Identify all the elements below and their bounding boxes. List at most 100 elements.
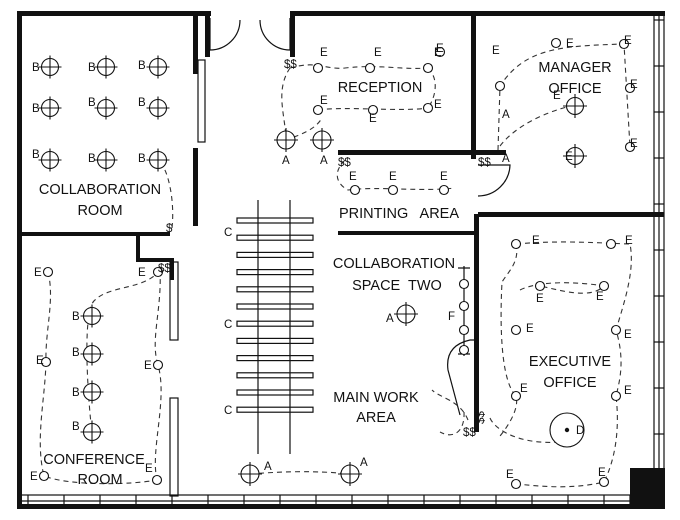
fixture-e: [151, 474, 163, 486]
fixture-e: [598, 280, 610, 292]
fixture-label-a: A: [282, 155, 290, 167]
fixture-e: [364, 62, 376, 74]
fixture-label-b: B: [88, 97, 96, 109]
strip-fixture-c: [236, 269, 314, 276]
fixture-e: [438, 184, 450, 196]
fixture-b: [80, 380, 104, 404]
switch-main-work: $$: [463, 427, 476, 439]
fixture-label-e: E: [553, 90, 561, 102]
strip-fixture-c: [236, 303, 314, 310]
fixture-label-c: C: [224, 227, 232, 239]
switch-conference: $$: [158, 263, 171, 275]
fixture-label-b: B: [138, 153, 146, 165]
fixture-b: [94, 148, 118, 172]
fixture-e: [349, 184, 361, 196]
fixture-label-a: A: [264, 461, 272, 473]
fixture-label-b: B: [88, 62, 96, 74]
fixture-e: [605, 238, 617, 250]
fixture-e: [534, 280, 546, 292]
fixture-label-b: B: [138, 60, 146, 72]
room-label-reception: RECEPTION: [338, 80, 423, 96]
fixture-label-e: E: [34, 267, 42, 279]
fixture-label-e: E: [374, 47, 382, 59]
fixture-label-b: B: [72, 311, 80, 323]
room-label-conference-room-2: ROOM: [77, 472, 122, 488]
fixture-b: [38, 55, 62, 79]
fixture-label-e: E: [492, 45, 500, 57]
fixture-label-e: E: [630, 79, 638, 91]
fixture-label-e: E: [526, 323, 534, 335]
fixture-b: [38, 148, 62, 172]
switch-collaboration: $: [166, 223, 173, 235]
strip-fixture-c: [236, 217, 314, 224]
fixture-e: [610, 390, 622, 402]
fixture-label-e: E: [434, 99, 442, 111]
room-label-collaboration-room-2: ROOM: [77, 203, 122, 219]
fixture-a: [310, 128, 334, 152]
fixture-a: [238, 462, 262, 486]
fixture-a-manager: [563, 94, 587, 118]
fixture-label-e: E: [145, 463, 153, 475]
fixture-a-manager: [563, 144, 587, 168]
switch-printing: $$: [338, 157, 351, 169]
fixture-d: [549, 412, 585, 448]
fixture-label-b: B: [72, 421, 80, 433]
fixture-b: [80, 304, 104, 328]
fixture-e: [610, 324, 622, 336]
fixture-label-e: E: [532, 235, 540, 247]
fixture-label-b: B: [72, 347, 80, 359]
fixture-e: [510, 390, 522, 402]
fixture-label-e: E: [624, 35, 632, 47]
fixture-label-e: E: [144, 360, 152, 372]
fixture-e: [422, 102, 434, 114]
room-label-collaboration-room: COLLABORATION: [39, 182, 161, 198]
fixture-label-d: D: [576, 425, 584, 437]
fixture-b: [94, 55, 118, 79]
fixture-e: [367, 104, 379, 116]
fixture-label-e: E: [138, 267, 146, 279]
fixture-e: [624, 82, 636, 94]
fixture-label-e: E: [506, 469, 514, 481]
room-label-main-work-area-2: AREA: [356, 410, 396, 426]
fixture-e: [624, 141, 636, 153]
fixture-b: [146, 148, 170, 172]
fixture-e: [42, 266, 54, 278]
strip-fixture-c: [236, 234, 314, 241]
fixture-e: [312, 62, 324, 74]
window-strip-right: [653, 13, 665, 470]
strip-fixture-c: [236, 251, 314, 258]
fixture-label-a: A: [502, 109, 510, 121]
fixture-e: [550, 37, 562, 49]
strip-fixture-c: [236, 406, 314, 413]
fixture-e: [510, 478, 522, 490]
fixture-label-a: A: [502, 153, 510, 165]
fixture-e: [598, 476, 610, 488]
window-mullions-right: [654, 19, 664, 435]
room-label-main-work-area: MAIN WORK: [333, 390, 419, 406]
walls: [17, 11, 665, 509]
fixture-a: [394, 302, 418, 326]
switch-reception: $$: [284, 59, 297, 71]
thin-partitions: [169, 59, 206, 497]
fixture-label-a: A: [320, 155, 328, 167]
fixture-label-e: E: [624, 385, 632, 397]
fixture-e: [387, 184, 399, 196]
room-label-collaboration-space-two-2: SPACE TWO: [352, 278, 442, 294]
fixture-b: [38, 96, 62, 120]
fixture-b: [146, 96, 170, 120]
fixture-label-e: E: [598, 467, 606, 479]
fixture-e: [510, 238, 522, 250]
fixture-label-e: E: [520, 383, 528, 395]
fixture-b: [146, 55, 170, 79]
room-label-conference-room: CONFERENCE: [43, 452, 145, 468]
fixture-e: [434, 46, 446, 58]
stair-grid: [236, 200, 314, 454]
door-main-entrance: [209, 18, 291, 51]
fixture-label-b: B: [32, 62, 40, 74]
fixture-label-a: A: [386, 313, 394, 325]
fixture-e: [510, 324, 522, 336]
switch-manager: $$: [478, 157, 491, 169]
room-label-manager-office-2: OFFICE: [548, 81, 601, 97]
strip-fixture-c: [236, 389, 314, 396]
